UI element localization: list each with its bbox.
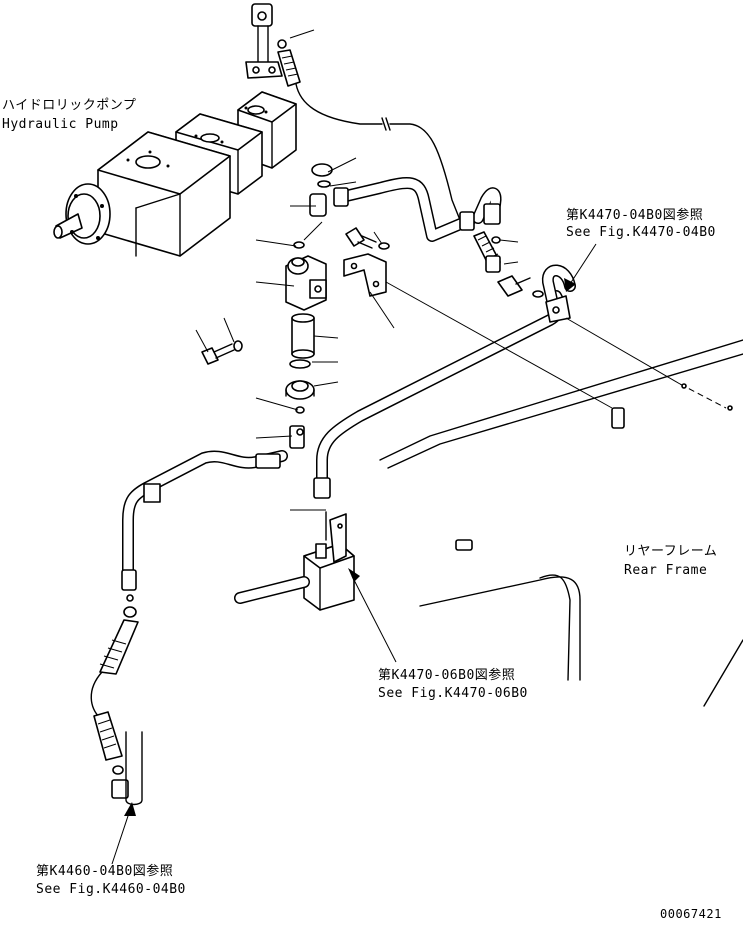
ref-arrow-k4470-04b0 bbox=[564, 243, 597, 292]
lower-left-hose bbox=[90, 619, 143, 806]
bolt-center bbox=[345, 227, 390, 250]
suction-hose-line bbox=[295, 83, 461, 221]
ref-k4470-06b0-label-en: See Fig.K4470-06B0 bbox=[378, 686, 528, 701]
top-fitting bbox=[245, 3, 301, 87]
filter-element bbox=[289, 313, 315, 369]
rear-frame-label-en: Rear Frame bbox=[624, 563, 708, 578]
ref-arrow-k4470-06b0 bbox=[348, 568, 397, 663]
rear-frame-label-jp: リヤーフレーム bbox=[624, 544, 718, 559]
bolt-upper-right bbox=[497, 275, 544, 298]
lower-left-pipe bbox=[121, 425, 305, 618]
ref-k4460-04b0-label-en: See Fig.K4460-04B0 bbox=[36, 882, 186, 897]
ref-k4460-04b0-label-jp: 第K4460-04B0図参照 bbox=[36, 864, 174, 879]
hydraulic-pump bbox=[53, 91, 297, 257]
bracket bbox=[343, 253, 387, 297]
drawing-number: 00067421 bbox=[660, 907, 722, 921]
ref-k4470-04b0-label-jp: 第K4470-04B0図参照 bbox=[566, 208, 704, 223]
long-pipe bbox=[313, 264, 576, 499]
bolt-left bbox=[201, 340, 243, 365]
hydraulic-pump-label-jp: ハイドロリックポンプ bbox=[2, 98, 137, 113]
ref-k4470-06b0-label-jp: 第K4470-06B0図参照 bbox=[378, 668, 516, 683]
ref-arrow-k4460-04b0 bbox=[111, 802, 136, 865]
right-hose bbox=[473, 231, 501, 273]
rear-frame bbox=[379, 281, 743, 707]
hydraulic-pump-label-en: Hydraulic Pump bbox=[2, 117, 119, 132]
upper-pipe bbox=[309, 163, 502, 242]
filter-valve bbox=[285, 241, 327, 311]
ref-k4470-04b0-label-en: See Fig.K4470-04B0 bbox=[566, 225, 716, 240]
leader-lines bbox=[195, 29, 519, 511]
cap bbox=[285, 380, 315, 414]
lower-valve-block bbox=[234, 511, 357, 611]
